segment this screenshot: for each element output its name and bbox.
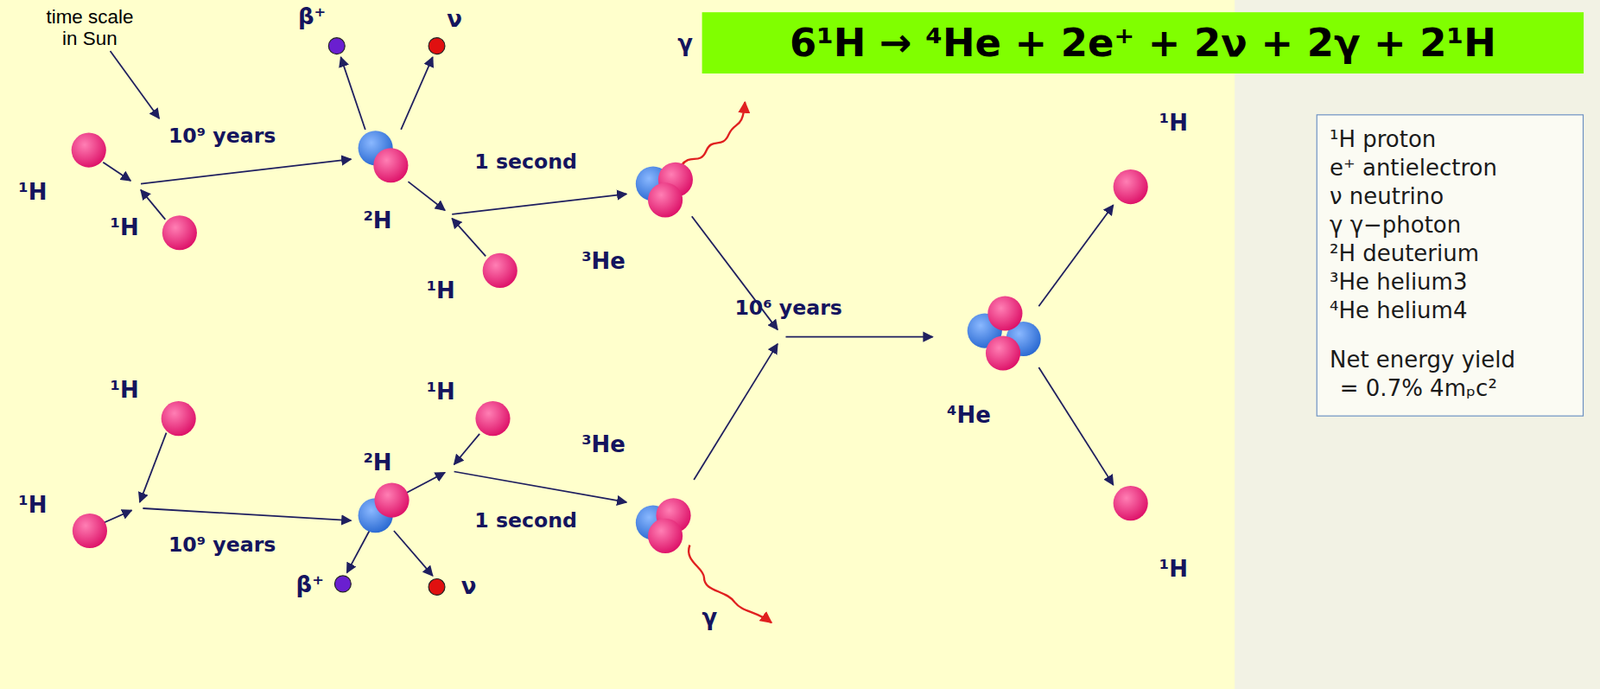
key-entry: Net energy yield bbox=[1329, 345, 1571, 375]
particle-label: ¹H bbox=[18, 491, 47, 519]
particle-label: ν bbox=[446, 6, 463, 33]
reaction-arrows bbox=[404, 472, 445, 495]
reaction-arrows bbox=[1038, 204, 1113, 306]
gamma-photon bbox=[681, 101, 745, 166]
emitted-particles bbox=[328, 38, 345, 55]
time-label: 10⁶ years bbox=[734, 293, 843, 321]
nucleons bbox=[374, 482, 409, 517]
reaction-arrows bbox=[400, 57, 433, 130]
particle-label: ¹H bbox=[426, 378, 456, 406]
reaction-arrows bbox=[142, 507, 351, 521]
nucleons bbox=[162, 215, 197, 250]
nucleons bbox=[647, 518, 683, 553]
reaction-arrows bbox=[340, 57, 365, 130]
emitted-particles bbox=[428, 38, 445, 55]
emitted-particles bbox=[428, 577, 445, 595]
reaction-arrows bbox=[110, 50, 160, 119]
particle-label: ³He bbox=[581, 431, 626, 458]
nucleons bbox=[373, 147, 408, 183]
particle-label: β⁺ bbox=[298, 4, 326, 32]
reaction-arrows bbox=[1038, 367, 1113, 485]
reaction-arrows bbox=[451, 193, 627, 215]
particle-label: ¹H bbox=[110, 214, 140, 242]
particle-label: γ bbox=[702, 603, 718, 631]
particle-label: ⁴He bbox=[946, 401, 991, 429]
nucleons bbox=[161, 400, 197, 436]
key-entry: = 0.7% 4mₚc² bbox=[1329, 374, 1571, 403]
time-label: 10⁹ years bbox=[168, 122, 277, 150]
key-entry: ⁴He helium4 bbox=[1329, 297, 1571, 326]
key-entry: ²H deuterium bbox=[1329, 239, 1571, 268]
emitted-particles bbox=[328, 38, 445, 596]
particle-label: ν bbox=[461, 573, 477, 601]
reaction-arrows bbox=[140, 190, 166, 220]
particle-label: ¹H bbox=[426, 277, 456, 305]
reaction-arrows bbox=[102, 162, 131, 181]
reaction-arrows bbox=[103, 509, 132, 522]
nucleons bbox=[647, 182, 683, 217]
particle-label: ¹H bbox=[110, 377, 140, 405]
timescale-note: time scale in Sun bbox=[38, 6, 141, 50]
yellow-ground bbox=[0, 0, 1235, 689]
particle-label: ²H bbox=[362, 450, 392, 477]
reaction-arrows bbox=[140, 158, 351, 184]
particle-label: γ bbox=[677, 30, 693, 58]
nucleons bbox=[72, 513, 108, 548]
reaction-arrows bbox=[454, 433, 481, 464]
nucleons bbox=[475, 400, 510, 436]
reaction-arrows bbox=[347, 530, 370, 572]
key-entry: γ γ−photon bbox=[1329, 210, 1571, 240]
nucleons bbox=[71, 130, 1149, 553]
time-label: 10⁹ years bbox=[168, 530, 277, 558]
key-box: ¹H protone⁺ antielectronν neutrinoγ γ−ph… bbox=[1316, 114, 1584, 416]
nucleons bbox=[1113, 169, 1149, 204]
nucleons bbox=[1113, 485, 1149, 521]
key-entry: ¹H proton bbox=[1329, 125, 1571, 154]
particle-label: ¹H bbox=[18, 179, 47, 207]
particle-label: β⁺ bbox=[296, 571, 324, 598]
nucleons bbox=[985, 335, 1021, 370]
time-label: 1 second bbox=[474, 147, 578, 175]
key-entry: e⁺ antielectron bbox=[1329, 153, 1571, 183]
nucleons bbox=[987, 295, 1023, 331]
particle-label: ¹H bbox=[1159, 556, 1188, 584]
particle-label: ¹H bbox=[1159, 110, 1188, 138]
equation-banner: 6¹H → ⁴He + 2e⁺ + 2ν + 2γ + 2¹H bbox=[702, 12, 1584, 74]
equation-title: 6¹H → ⁴He + 2e⁺ + 2ν + 2γ + 2¹H bbox=[789, 20, 1497, 66]
gamma-photon bbox=[688, 545, 772, 623]
emitted-particles bbox=[334, 575, 351, 592]
reaction-arrows bbox=[785, 336, 933, 338]
particle-label: ³He bbox=[581, 247, 626, 275]
reaction-arrows bbox=[451, 218, 486, 257]
reaction-arrows bbox=[693, 343, 778, 480]
key-entry: ν neutrino bbox=[1329, 182, 1571, 211]
particle-label: ²H bbox=[362, 208, 392, 235]
reaction-arrows bbox=[139, 432, 167, 502]
key-entry: ³He helium3 bbox=[1329, 268, 1571, 298]
time-label: 1 second bbox=[474, 507, 578, 534]
nucleons bbox=[482, 253, 518, 288]
reaction-arrows bbox=[393, 530, 433, 576]
reaction-arrows bbox=[102, 50, 1113, 576]
reaction-arrows bbox=[407, 181, 445, 210]
gamma-photon bbox=[681, 101, 772, 623]
reaction-arrows bbox=[454, 471, 628, 502]
nucleons bbox=[71, 132, 107, 167]
